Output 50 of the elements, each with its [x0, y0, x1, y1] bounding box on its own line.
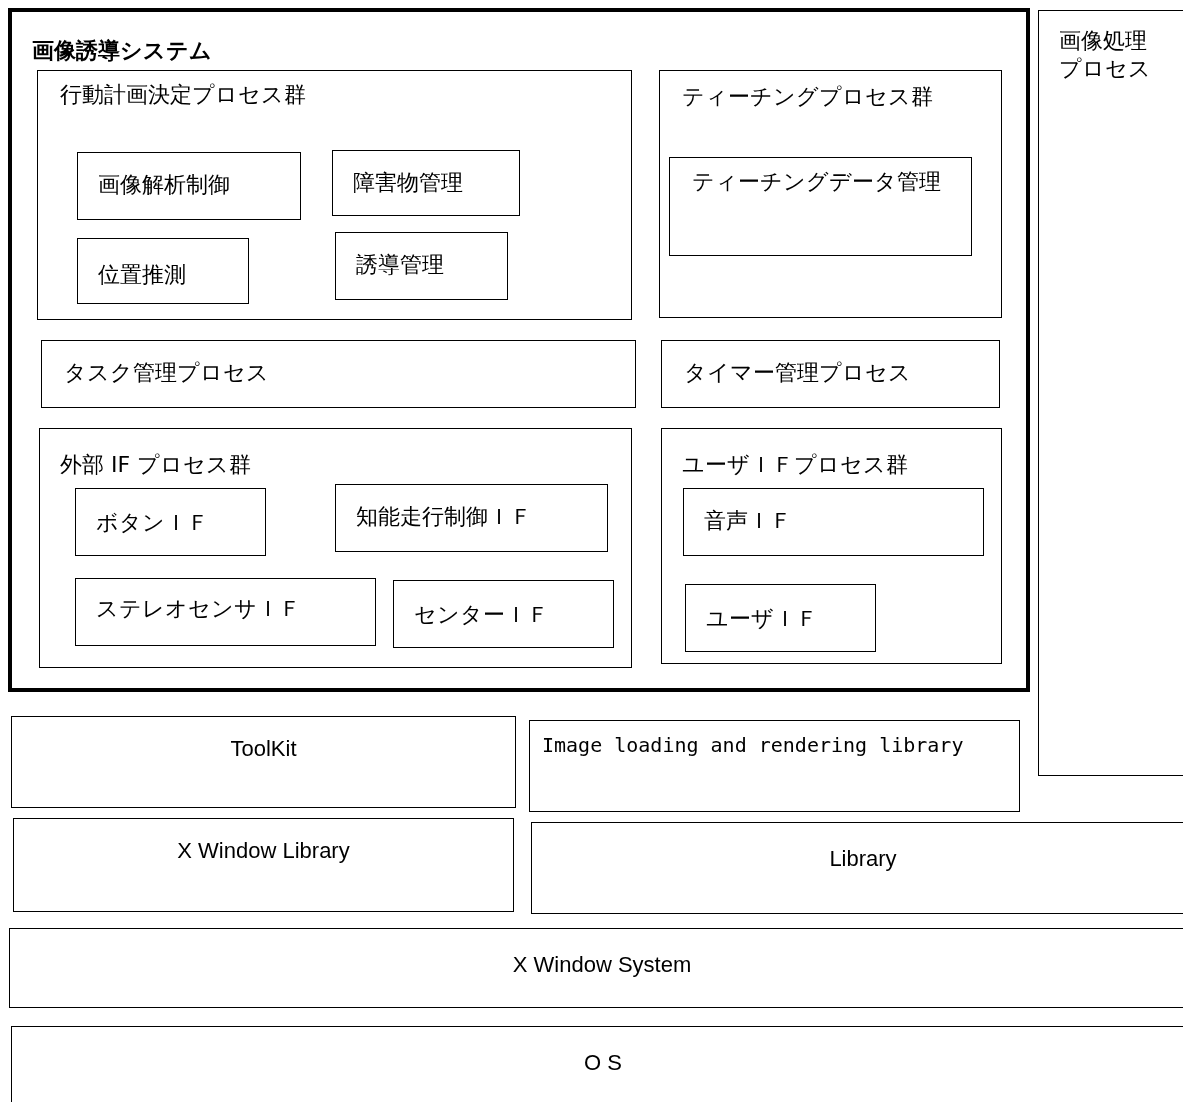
layer-box [11, 716, 516, 808]
layer-label: X Window Library [176, 837, 351, 865]
process-label: 障害物管理 [352, 168, 463, 196]
process-label: タスク管理プロセス [64, 359, 269, 387]
process-label: ユーザＩＦ [705, 604, 818, 632]
layer-box [529, 720, 1020, 812]
process-box [661, 340, 1000, 408]
process-box [1038, 10, 1183, 776]
layer-box [11, 1026, 1183, 1102]
process-box [392, 579, 614, 648]
process-box [668, 156, 972, 256]
process-label: ボタンＩＦ [95, 508, 209, 536]
process-group-box [659, 70, 1002, 318]
process-label: 画像解析制御 [97, 170, 230, 198]
process-label: 行動計画決定プロセス群 [60, 81, 306, 109]
layer-box [13, 818, 514, 912]
process-box [334, 483, 608, 552]
process-label: 知能走行制御ＩＦ [355, 502, 532, 530]
process-label: ユーザＩＦプロセス群 [682, 451, 908, 479]
layer-label: ToolKit [229, 735, 298, 763]
process-group-box [37, 70, 632, 320]
process-label: タイマー管理プロセス [684, 359, 911, 387]
process-label: 画像処理プロセス [1059, 27, 1152, 82]
process-box [76, 151, 301, 220]
process-label: ティーチングプロセス群 [682, 83, 933, 111]
process-group-box [39, 428, 632, 668]
process-box [684, 583, 876, 652]
process-group-box [661, 428, 1002, 664]
process-label: センターＩＦ [413, 600, 549, 628]
layer-box [9, 928, 1183, 1008]
process-label: 音声ＩＦ [703, 506, 792, 534]
system-frame [8, 8, 1030, 692]
process-box [41, 340, 636, 408]
system-title: 画像誘導システム [32, 37, 212, 65]
process-label: 位置推測 [97, 260, 186, 288]
process-box [74, 487, 266, 556]
layer-label: O S [583, 1049, 623, 1077]
layer-label: Library [828, 845, 898, 873]
process-box [334, 231, 508, 300]
process-box [74, 577, 376, 646]
process-label: ティーチングデータ管理 [691, 167, 941, 195]
process-label: ステレオセンサＩＦ [95, 594, 301, 622]
process-box [76, 237, 249, 304]
process-box [682, 487, 984, 556]
layer-label: Image loading and rendering library [542, 733, 965, 758]
layer-label: X Window System [511, 951, 693, 979]
process-label: 誘導管理 [355, 250, 444, 278]
process-label: 外部 IF プロセス群 [60, 451, 252, 479]
process-box [331, 149, 520, 216]
layer-box [531, 822, 1183, 914]
